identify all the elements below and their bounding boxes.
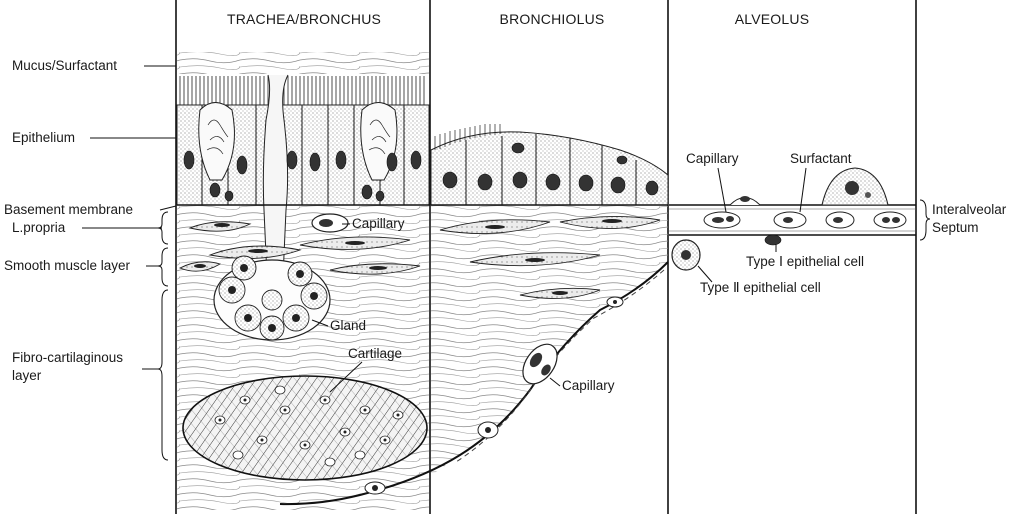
section-headers: TRACHEA/BRONCHUS BRONCHIOLUS ALVEOLUS bbox=[227, 11, 809, 27]
label-mucus: Mucus/Surfactant bbox=[12, 58, 117, 73]
trachea-capillary bbox=[311, 213, 349, 233]
label-smooth-muscle: Smooth muscle layer bbox=[4, 258, 131, 273]
header-bronchiolus: BRONCHIOLUS bbox=[500, 11, 605, 27]
label-fibro-1: Fibro-cartilaginous bbox=[12, 350, 123, 365]
label-type2-cell: Type Ⅱ epithelial cell bbox=[700, 280, 821, 295]
type2-cell bbox=[671, 239, 701, 271]
gland bbox=[213, 255, 331, 341]
alveolus-section bbox=[669, 167, 916, 271]
bronchiolus-cell-borders bbox=[465, 134, 637, 205]
trachea-cilia bbox=[179, 76, 425, 105]
label-cartilage: Cartilage bbox=[348, 346, 402, 361]
label-basement: Basement membrane bbox=[4, 202, 133, 217]
bronchiolus-nuclei bbox=[442, 142, 659, 196]
bronchiolus-connective-tissue bbox=[431, 205, 668, 475]
header-alveolus: ALVEOLUS bbox=[735, 11, 810, 27]
label-fibro-2: layer bbox=[12, 368, 42, 383]
label-capillary-alveolus: Capillary bbox=[686, 151, 739, 166]
header-trachea: TRACHEA/BRONCHUS bbox=[227, 11, 381, 27]
label-septum-1: Interalveolar bbox=[932, 202, 1007, 217]
right-labels: Interalveolar Septum bbox=[919, 199, 1007, 241]
bronchiolus-section bbox=[279, 124, 669, 506]
type1-cell-nucleus bbox=[764, 234, 782, 246]
label-lpropria: L.propria bbox=[12, 220, 66, 235]
inner-labels: Capillary Gland Cartilage Capillary Capi… bbox=[311, 151, 864, 393]
label-epithelium: Epithelium bbox=[12, 130, 75, 145]
label-capillary-bronchiolus: Capillary bbox=[562, 378, 615, 393]
bronchiolus-cilia bbox=[434, 124, 501, 150]
alveolar-rbc bbox=[712, 216, 900, 223]
label-gland: Gland bbox=[330, 318, 366, 333]
alveolar-capillaries bbox=[703, 211, 907, 229]
bronchiolus-epithelium bbox=[430, 131, 669, 206]
label-type1-cell: Type Ⅰ epithelial cell bbox=[746, 254, 864, 269]
label-septum-2: Septum bbox=[932, 220, 979, 235]
trachea-muscle-nuclei bbox=[194, 223, 387, 270]
bronchiolus-capillary bbox=[522, 343, 558, 385]
cartilage bbox=[182, 375, 428, 481]
bronchiolus-outer-boundary bbox=[279, 261, 669, 506]
trachea-section bbox=[176, 52, 430, 510]
label-surfactant: Surfactant bbox=[790, 151, 852, 166]
left-labels: Mucus/Surfactant Epithelium Basement mem… bbox=[4, 58, 177, 461]
trachea-epithelial-nuclei bbox=[183, 150, 422, 202]
bronchiolus-muscle-nuclei bbox=[485, 219, 622, 295]
label-capillary-trachea: Capillary bbox=[352, 216, 405, 231]
trachea-mucus-layer bbox=[177, 52, 429, 74]
